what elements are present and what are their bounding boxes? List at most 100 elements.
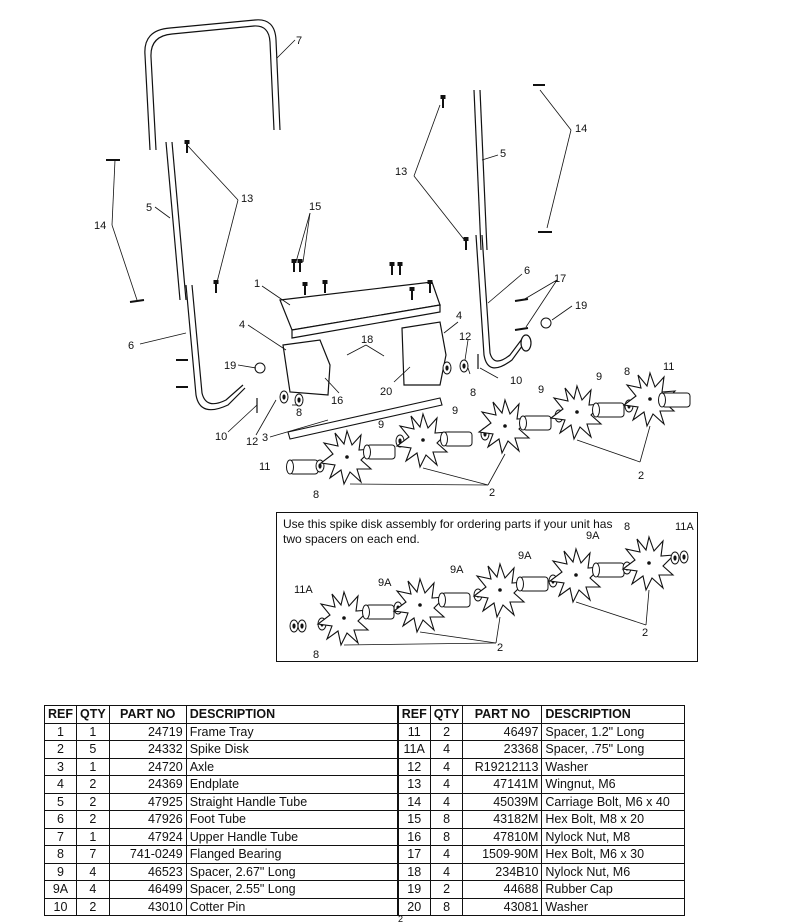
qty-cell: 4 [429, 757, 464, 776]
callout-9: 9 [596, 371, 602, 383]
callout-10: 10 [510, 375, 522, 387]
description-cell: Spike Disk [185, 740, 399, 759]
description-cell: Spacer, 2.67" Long [185, 862, 399, 881]
callout-5: 5 [146, 202, 152, 214]
header-part-no: PART NO [462, 705, 543, 724]
part-no-cell: 24719 [108, 722, 187, 741]
description-cell: Cotter Pin [185, 897, 399, 916]
callout-12: 12 [246, 436, 258, 448]
qty-cell: 4 [429, 862, 464, 881]
description-cell: Spacer, .75" Long [541, 740, 686, 759]
qty-cell: 2 [76, 792, 110, 811]
callout-4: 4 [239, 319, 245, 331]
qty-cell: 1 [76, 827, 110, 846]
callout-8: 8 [313, 489, 319, 501]
callout-14: 14 [94, 220, 106, 232]
part-no-cell: 46523 [108, 862, 187, 881]
header-description: DESCRIPTION [185, 705, 399, 724]
part-no-cell: 43081 [462, 897, 543, 916]
part-no-cell: 44688 [462, 880, 543, 899]
part-no-cell: 47924 [108, 827, 187, 846]
description-cell: Spacer, 2.55" Long [185, 880, 399, 899]
upper-handle-tube [144, 19, 281, 151]
part-no-cell: 47810M [462, 827, 543, 846]
qty-cell: 4 [429, 792, 464, 811]
callout-8: 8 [470, 387, 476, 399]
qty-cell: 2 [76, 897, 110, 916]
part-no-cell: 47925 [108, 792, 187, 811]
part-no-cell: 741-0249 [108, 845, 187, 864]
callout-1: 1 [254, 278, 260, 290]
ref-cell: 5 [44, 792, 77, 811]
description-cell: Hex Bolt, M8 x 20 [541, 810, 686, 829]
ref-cell: 7 [44, 827, 77, 846]
description-cell: Hex Bolt, M6 x 30 [541, 845, 686, 864]
callout-11: 11 [663, 361, 674, 373]
callout-2: 2 [642, 627, 648, 639]
qty-cell: 7 [76, 845, 110, 864]
alternate-assembly-note: Use this spike disk assembly for orderin… [283, 517, 613, 546]
qty-cell: 8 [429, 810, 464, 829]
description-cell: Straight Handle Tube [185, 792, 399, 811]
ref-cell: 15 [396, 810, 431, 829]
part-no-cell: 46499 [108, 880, 187, 899]
frame-tray [279, 281, 441, 339]
ref-cell: 9A [44, 880, 77, 899]
description-cell: Foot Tube [185, 810, 399, 829]
part-no-cell: 24369 [108, 775, 187, 794]
qty-cell: 1 [76, 722, 110, 741]
header-ref: REF [44, 705, 77, 724]
ref-cell: 14 [396, 792, 431, 811]
description-cell: Axle [185, 757, 399, 776]
ref-cell: 12 [396, 757, 431, 776]
qty-cell: 8 [429, 827, 464, 846]
callout-2: 2 [489, 487, 495, 499]
callout-2: 2 [497, 642, 503, 654]
ref-cell: 4 [44, 775, 77, 794]
description-cell: Carriage Bolt, M6 x 40 [541, 792, 686, 811]
description-cell: Nylock Nut, M6 [541, 862, 686, 881]
ref-cell: 11A [396, 740, 431, 759]
qty-cell: 5 [76, 740, 110, 759]
description-cell: Flanged Bearing [185, 845, 399, 864]
ref-cell: 3 [44, 757, 77, 776]
callout-2: 2 [638, 470, 644, 482]
callout-13: 13 [395, 166, 407, 178]
header-qty: QTY [429, 705, 464, 724]
qty-cell: 4 [76, 880, 110, 899]
callout-18: 18 [361, 334, 373, 346]
callout-11: 11 [259, 461, 270, 473]
description-cell: Frame Tray [185, 722, 399, 741]
ref-cell: 20 [396, 897, 431, 916]
callout-3: 3 [262, 432, 268, 444]
callout-7: 7 [296, 35, 302, 47]
spike-disk-assembly [286, 372, 691, 485]
callout-8: 8 [624, 366, 630, 378]
qty-cell: 8 [429, 897, 464, 916]
ref-cell: 2 [44, 740, 77, 759]
right-handle-assembly [473, 89, 532, 369]
table-header-row: REF QTY PART NO DESCRIPTION REF QTY PART… [44, 705, 686, 724]
part-no-cell: 43010 [108, 897, 187, 916]
callout-9A: 9A [450, 564, 464, 576]
qty-cell: 1 [76, 757, 110, 776]
header-qty: QTY [76, 705, 110, 724]
exploded-parts-diagram: 7 15 14 5 13 1 4 6 19 10 12 8 3 16 18 20… [94, 19, 694, 661]
axle [287, 397, 443, 440]
callout-8: 8 [296, 407, 302, 419]
callout-10: 10 [215, 431, 227, 443]
callout-20: 20 [380, 386, 392, 398]
callout-9A: 9A [586, 530, 600, 542]
qty-cell: 2 [76, 775, 110, 794]
callout-labels: 7 15 14 5 13 1 4 6 19 10 12 8 3 16 18 20… [94, 35, 694, 661]
part-no-cell: 24720 [108, 757, 187, 776]
callout-4: 4 [456, 310, 462, 322]
